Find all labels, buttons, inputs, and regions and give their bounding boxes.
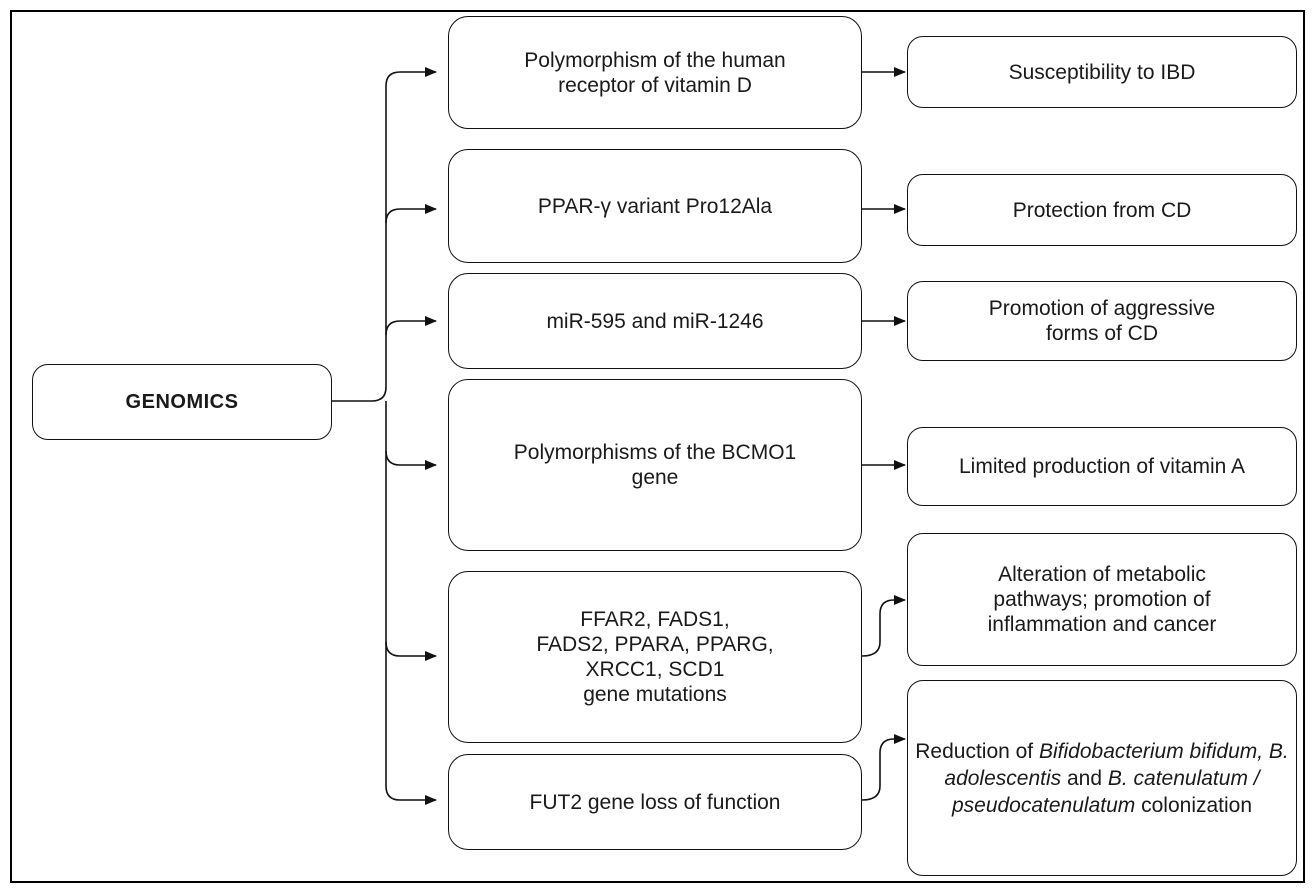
- branch-connector: [385, 641, 437, 661]
- cause-label: FFAR2, FADS1, FADS2, PPARA, PPARG, XRCC1…: [536, 608, 774, 706]
- effect-node-vitamin-a: Limited production of vitamin A: [907, 427, 1297, 506]
- effect-node-cd-protection: Protection from CD: [907, 174, 1297, 246]
- effect-arrow: [861, 595, 906, 657]
- effect-label: Susceptibility to IBD: [1008, 60, 1196, 84]
- cause-node-mirna: miR-595 and miR-1246: [448, 273, 862, 369]
- root-label: GENOMICS: [125, 390, 239, 413]
- effect-text-prefix: Reduction of: [915, 739, 1039, 763]
- cause-node-ppar-gamma: PPAR-γ variant Pro12Ala: [448, 149, 862, 263]
- root-connector: [332, 67, 437, 402]
- effect-label: Promotion of aggressive forms of CD: [988, 297, 1216, 345]
- effect-text-species-2: B. catenulatum / pseudocatenulatum: [951, 766, 1260, 817]
- root-node-genomics: GENOMICS: [32, 364, 332, 440]
- effect-node-bifidobacterium-reduction: Reduction of Bifidobacterium bifidum, B.…: [907, 680, 1297, 876]
- effect-arrow: [861, 734, 906, 801]
- effect-node-metabolic-alteration: Alteration of metabolic pathways; promot…: [907, 533, 1297, 666]
- branch-connector: [385, 204, 437, 224]
- cause-node-fut2: FUT2 gene loss of function: [448, 754, 862, 850]
- root-connector: [385, 401, 437, 805]
- cause-node-vitamin-d-receptor: Polymorphism of the human receptor of vi…: [448, 16, 862, 129]
- effect-label: Reduction of Bifidobacterium bifidum, B.…: [914, 738, 1290, 819]
- effect-text-species-1: Bifidobacterium bifidum, B. adolescentis: [944, 739, 1289, 790]
- cause-node-bcmo1: Polymorphisms of the BCMO1 gene: [448, 379, 862, 551]
- cause-label: miR-595 and miR-1246: [546, 309, 764, 333]
- effect-label: Limited production of vitamin A: [959, 455, 1245, 478]
- diagram-frame: [10, 10, 1305, 883]
- effect-node-aggressive-cd: Promotion of aggressive forms of CD: [907, 281, 1297, 361]
- branch-connector: [385, 316, 437, 336]
- effect-text-suffix: colonization: [1135, 793, 1253, 817]
- cause-label: FUT2 gene loss of function: [529, 790, 781, 814]
- branch-connector: [385, 450, 437, 470]
- effect-text-mid: and: [1061, 766, 1108, 790]
- effect-label: Alteration of metabolic pathways; promot…: [987, 563, 1217, 636]
- cause-label: Polymorphism of the human receptor of vi…: [524, 48, 786, 97]
- cause-label: Polymorphisms of the BCMO1 gene: [513, 441, 797, 489]
- cause-node-gene-mutations: FFAR2, FADS1, FADS2, PPARA, PPARG, XRCC1…: [448, 571, 862, 743]
- cause-label: PPAR-γ variant Pro12Ala: [537, 194, 773, 218]
- effect-label: Protection from CD: [1012, 198, 1192, 222]
- effect-node-ibd-susceptibility: Susceptibility to IBD: [907, 36, 1297, 108]
